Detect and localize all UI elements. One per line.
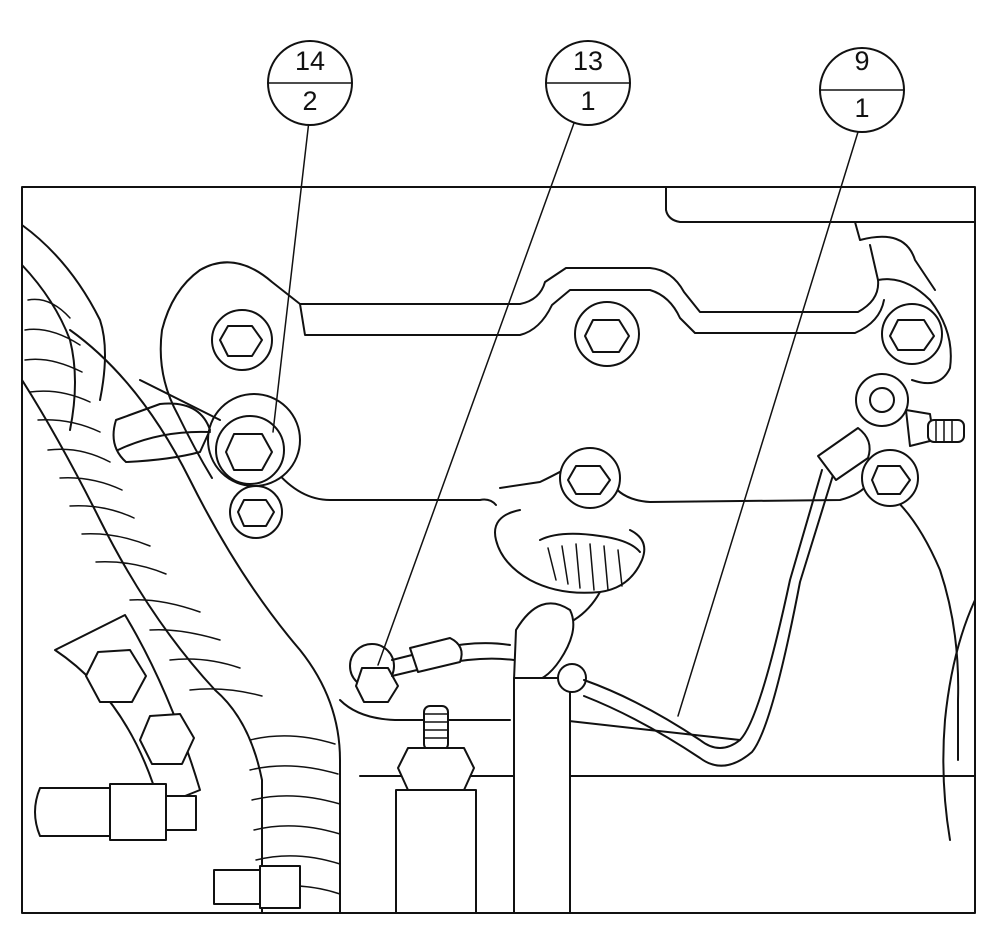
bracket-clamp-left — [34, 614, 301, 909]
callout-14-2-top: 14 — [295, 46, 325, 76]
callout-9-1-top: 9 — [854, 46, 869, 76]
hex-bolts — [207, 301, 943, 539]
callout-13-1-top: 13 — [573, 46, 603, 76]
corrugated-wiring-conduit — [21, 224, 341, 914]
ground-stud-right — [855, 373, 965, 447]
terminal-stud-bottom — [395, 705, 477, 914]
callout-9-1-bottom: 1 — [854, 93, 869, 123]
callout-13-1-bottom: 1 — [580, 86, 595, 116]
callout-9-1: 9 1 — [819, 46, 905, 133]
harness-loop-and-connector — [494, 509, 646, 914]
callout-leaders — [272, 111, 859, 717]
callout-14-2: 14 2 — [267, 40, 353, 126]
engine-block-casting — [159, 186, 976, 841]
callout-13-1: 13 1 — [545, 40, 631, 126]
detail-frame — [21, 186, 976, 914]
ground-wire-9 — [583, 427, 871, 767]
ground-wire-13 — [349, 637, 515, 703]
callout-14-2-bottom: 2 — [302, 86, 317, 116]
